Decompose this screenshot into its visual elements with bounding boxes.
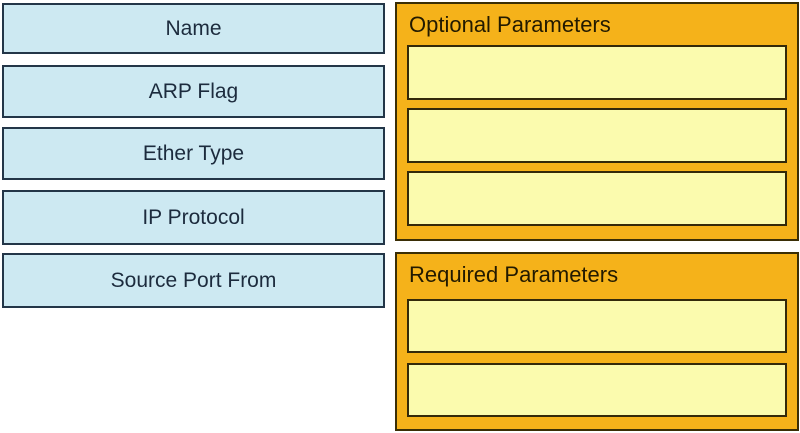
group-title-optional: Optional Parameters <box>409 12 611 37</box>
drop-slot-required-1[interactable] <box>407 299 787 353</box>
drag-item-label: IP Protocol <box>142 206 245 229</box>
drag-item-name[interactable]: Name <box>2 3 385 54</box>
drop-slot-optional-1[interactable] <box>407 45 787 100</box>
drop-slot-required-2[interactable] <box>407 363 787 417</box>
drop-group-optional-parameters: Optional Parameters <box>395 2 799 241</box>
drag-item-label: Name <box>165 17 222 40</box>
drag-item-arp-flag[interactable]: ARP Flag <box>2 65 385 118</box>
drag-item-ether-type[interactable]: Ether Type <box>2 127 385 180</box>
drag-item-label: ARP Flag <box>148 80 239 103</box>
group-title-required: Required Parameters <box>409 262 619 287</box>
drop-slot-optional-3[interactable] <box>407 171 787 226</box>
drag-item-source-port-from[interactable]: Source Port From <box>2 253 385 308</box>
drag-item-label: Ether Type <box>142 142 245 165</box>
drop-group-required-parameters: Required Parameters <box>395 252 799 431</box>
drag-item-ip-protocol[interactable]: IP Protocol <box>2 190 385 245</box>
drag-item-label: Source Port From <box>110 269 277 292</box>
drop-slot-optional-2[interactable] <box>407 108 787 163</box>
